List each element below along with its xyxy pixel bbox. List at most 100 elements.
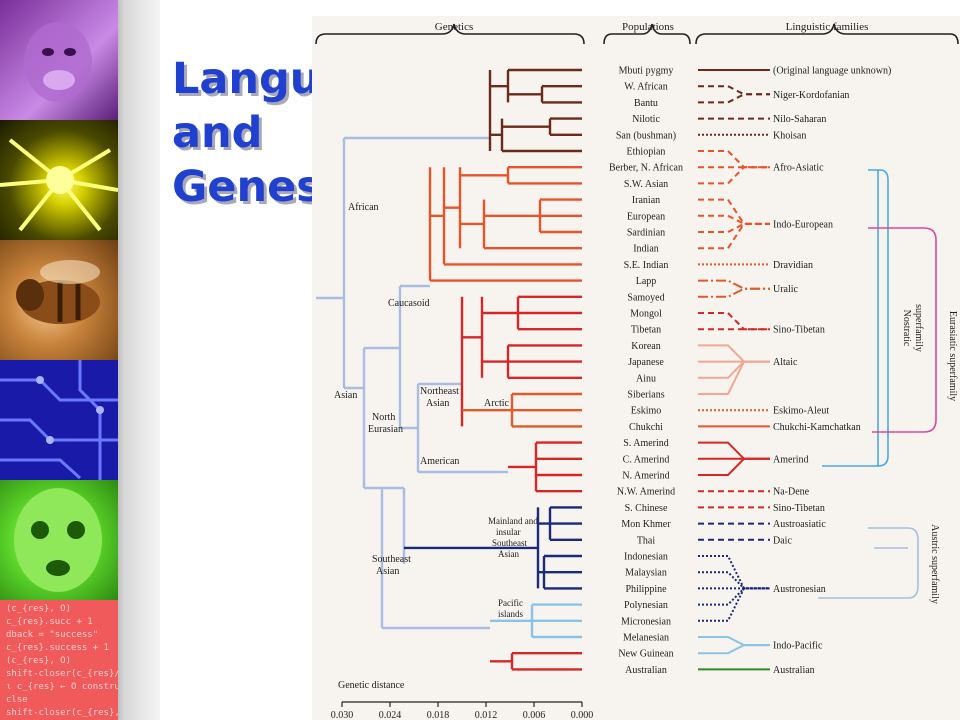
code-line: ι c_{res} ← O construct-categ xyxy=(6,682,118,692)
family-connector xyxy=(698,457,770,476)
code-line: shift-closer(c_{res}, O) xyxy=(6,708,118,718)
cluster-mainland: Southeast xyxy=(492,538,527,548)
nostratic-label: superfamily xyxy=(913,304,924,352)
population-label: S. Chinese xyxy=(625,503,668,514)
family-label: Nilo-Saharan xyxy=(773,114,826,125)
figure-canvas: Genetics Populations Linguistic families… xyxy=(315,21,959,720)
nostratic-bracket xyxy=(868,227,937,433)
strip-shadow xyxy=(118,0,160,720)
tree-branches xyxy=(404,68,582,671)
side-image-strip: (c_{res}, O) c_{res}.succ + 1 dback = "s… xyxy=(0,0,118,720)
cluster-northeast-asian: Asian xyxy=(426,398,449,409)
population-label: Iranian xyxy=(632,195,660,206)
population-label: Indonesian xyxy=(624,552,668,563)
tree-branch xyxy=(460,167,510,184)
chimpanzee-image xyxy=(0,0,118,120)
family-connector xyxy=(698,198,770,225)
code-line: c_{res}.success + 1 xyxy=(6,643,109,653)
cluster-pacific: Pacific xyxy=(498,598,523,608)
population-label: San (bushman) xyxy=(616,130,676,141)
cluster-mainland: insular xyxy=(496,527,521,537)
circuit-board-image xyxy=(0,360,118,480)
family-label: Uralic xyxy=(773,284,799,295)
family-connector xyxy=(698,571,770,590)
cluster-arctic: Arctic xyxy=(484,398,510,409)
family-connector xyxy=(698,166,770,185)
family-label: Austroasiatic xyxy=(773,519,826,530)
family-label: Australian xyxy=(773,665,815,676)
population-label: Melanesian xyxy=(623,633,669,644)
family-label: Sino-Tibetan xyxy=(773,503,825,514)
family-label: (Original language unknown) xyxy=(773,66,891,77)
family-label: Niger-Kordofanian xyxy=(773,90,849,101)
population-label: Berber, N. African xyxy=(609,163,683,174)
populations-header: Populations xyxy=(622,21,674,33)
population-label: Chukchi xyxy=(629,422,663,433)
family-connector xyxy=(698,636,770,647)
family-label: Indo-European xyxy=(773,219,833,230)
axis-tick-label: 0.000 xyxy=(571,710,594,720)
population-label: Ethiopian xyxy=(627,147,666,158)
cluster-mainland: Mainland and xyxy=(488,516,538,526)
population-label: S.W. Asian xyxy=(624,179,668,190)
population-label: Thai xyxy=(637,535,656,546)
population-label: Micronesian xyxy=(621,616,671,627)
family-connector xyxy=(698,441,770,460)
family-label: Eskimo-Aleut xyxy=(773,406,829,417)
tree-branch xyxy=(502,118,552,135)
cluster-mainland: Asian xyxy=(498,549,519,559)
population-label: Bantu xyxy=(634,98,658,109)
axis-tick-label: 0.030 xyxy=(331,710,354,720)
family-connector xyxy=(698,222,770,250)
eurasiatic-bracket xyxy=(822,169,889,467)
population-label: Philippine xyxy=(625,584,667,595)
family-label: Dravidian xyxy=(773,260,813,271)
family-label: Na-Dene xyxy=(773,487,810,498)
code-line: (c_{res}, O) xyxy=(6,604,72,614)
tree-branch xyxy=(444,167,462,249)
population-label: European xyxy=(627,211,665,222)
family-connectors xyxy=(698,69,770,671)
population-label: Korean xyxy=(631,341,660,352)
linguistic-header: Linguistic families xyxy=(786,21,869,33)
population-label: Siberians xyxy=(627,390,664,401)
cluster-southeast-asian: Asian xyxy=(376,566,399,577)
genetics-brace xyxy=(315,23,585,45)
code-line: clse xyxy=(6,695,28,705)
population-label: Mongol xyxy=(630,309,662,320)
family-label: Khoisan xyxy=(773,130,806,141)
family-connector xyxy=(698,587,770,606)
axis-tick-label: 0.024 xyxy=(379,710,402,720)
family-connector xyxy=(698,287,770,298)
tree-branch xyxy=(508,86,544,103)
tree-branch xyxy=(490,70,510,103)
tree-branch xyxy=(490,653,514,670)
population-label: Lapp xyxy=(636,276,657,287)
population-label: Sardinian xyxy=(627,228,665,239)
population-label: Mbuti pygmy xyxy=(619,66,674,77)
genetics-header: Genetics xyxy=(435,21,473,33)
tree-branch xyxy=(508,442,538,492)
family-connector xyxy=(698,214,770,225)
family-label: Indo-Pacific xyxy=(773,641,823,652)
family-label: Daic xyxy=(773,535,792,546)
population-label: Malaysian xyxy=(625,568,667,579)
axis-tick-label: 0.006 xyxy=(523,710,546,720)
population-label: N.W. Amerind xyxy=(617,487,675,498)
population-label: W. African xyxy=(624,82,668,93)
axis-tick-label: 0.018 xyxy=(427,710,450,720)
family-connector xyxy=(698,360,770,379)
code-line: (c_{res}, O) xyxy=(6,656,72,666)
population-label: N. Amerind xyxy=(622,471,669,482)
cluster-southeast-asian: Southeast xyxy=(372,554,411,565)
tree-branch xyxy=(490,118,504,151)
cluster-northeast-asian: Northeast xyxy=(420,386,459,397)
axis-label: Genetic distance xyxy=(338,680,405,691)
family-connector xyxy=(698,85,770,96)
code-line: c_{res}.succ + 1 xyxy=(6,617,93,627)
nostratic-label: Nostratic xyxy=(901,310,912,347)
axis-tick-label: 0.012 xyxy=(475,710,498,720)
family-connector xyxy=(698,279,770,290)
population-label: Eskimo xyxy=(631,406,662,417)
tree-trunk xyxy=(316,136,508,630)
